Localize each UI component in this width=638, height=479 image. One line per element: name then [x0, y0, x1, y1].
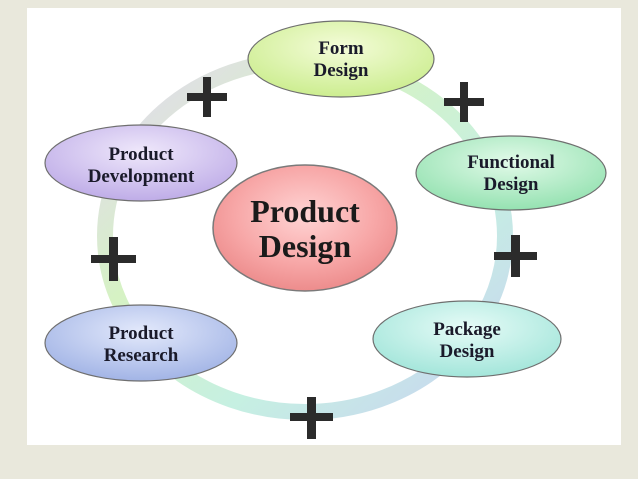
node-package-design: Package Design	[372, 300, 562, 378]
package-design-line2: Design	[440, 341, 495, 362]
functional-design-line2: Design	[484, 174, 539, 195]
functional-design-line1: Functional	[467, 152, 555, 173]
plus-icon-top-right	[444, 82, 484, 122]
plus-icon-right	[494, 235, 537, 277]
center-label-line2: Design	[259, 228, 352, 264]
plus-icon-top-left	[187, 77, 227, 117]
node-product-development: Product Development	[44, 124, 238, 202]
product-development-line1: Product	[108, 144, 174, 165]
form-design-line1: Form	[318, 38, 364, 59]
plus-icon-left	[91, 237, 136, 281]
center-node-product-design: Product Design	[212, 164, 398, 292]
node-product-research: Product Research	[44, 304, 238, 382]
product-development-line2: Development	[88, 166, 195, 187]
node-form-design: Form Design	[247, 20, 435, 98]
product-research-line1: Product	[108, 323, 174, 344]
product-research-line2: Research	[104, 345, 179, 366]
package-design-line1: Package	[433, 319, 501, 340]
center-label-line1: Product	[250, 193, 360, 229]
form-design-line2: Design	[314, 60, 369, 81]
node-functional-design: Functional Design	[415, 135, 607, 211]
plus-icon-bottom	[290, 397, 333, 439]
